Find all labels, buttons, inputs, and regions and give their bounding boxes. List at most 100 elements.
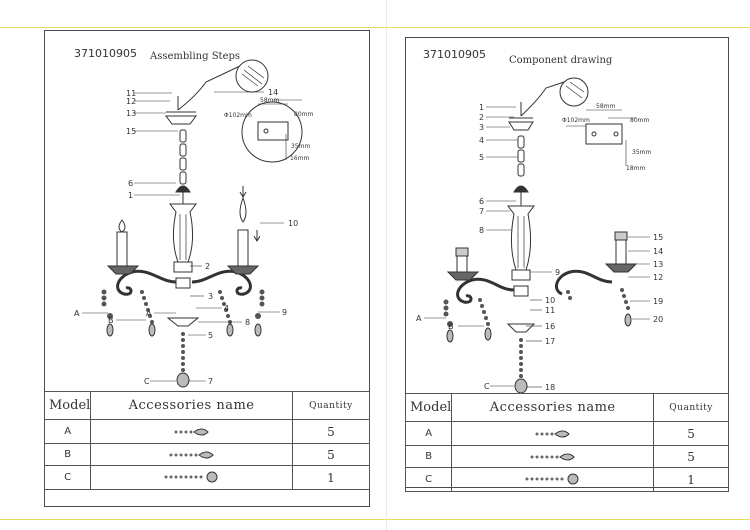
callout-2: 2 [205,262,210,271]
callout-b: B [108,316,114,325]
bottom-yellow-rule [0,519,750,520]
callout-c: C [144,377,150,386]
table-row: C 1 [43,465,371,490]
left-doc-title: Assembling Steps [150,51,241,62]
callout-9: 9 [282,308,287,317]
callout-4: 4 [224,304,229,313]
dim-16mm: 16mm [290,155,309,162]
right-col-accessories: Accessories name [451,393,655,422]
callout-8: 8 [245,318,250,327]
left-bead-strings [101,289,265,372]
left-mount-detail [241,99,303,163]
dim-58mm: 58mm [260,97,279,104]
callout-17: 17 [545,337,555,346]
right-doc-title: Component drawing [509,55,613,66]
callout-11: 11 [126,89,136,98]
row-qty: 5 [653,421,729,446]
callout-b: B [448,322,454,331]
accessory-c-icon [451,467,655,492]
callout-13: 13 [653,260,663,269]
callout-4: 4 [479,136,484,145]
callout-20: 20 [653,315,663,324]
table-row: A 5 [43,419,371,444]
left-col-accessories: Accessories name [90,391,293,420]
callout-8: 8 [479,226,484,235]
table-row: A 5 [404,421,729,446]
callout-10: 10 [545,296,555,305]
row-qty: 5 [653,445,729,468]
callout-19: 19 [653,297,663,306]
callout-14: 14 [653,247,663,256]
callout-a2: A [146,309,152,318]
table-row: C 1 [404,467,729,492]
callout-15: 15 [126,127,136,136]
right-bead-strings [443,288,630,378]
row-label: C [43,465,92,490]
accessory-a-icon [451,421,655,446]
callout-c: C [484,382,490,391]
left-accessories-table: Model Accessories name Quantity A 5 B 5 … [43,391,371,490]
callout-13: 13 [126,109,136,118]
row-label: A [404,421,453,446]
callout-6: 6 [479,197,484,206]
top-yellow-rule [0,27,750,28]
right-leader-lines [424,106,650,388]
callout-15: 15 [653,233,663,242]
callout-11: 11 [545,306,555,315]
callout-1: 1 [128,191,133,200]
dim-35mm: 35mm [632,149,651,156]
right-doc-code: 371010905 [423,48,486,61]
dim-18mm: 18mm [626,165,645,172]
dim-58mm: 58mm [596,103,615,110]
row-label: A [43,419,92,444]
right-bowl [506,323,536,333]
callout-14: 14 [268,88,278,97]
left-arm-right [191,269,252,296]
left-bowl [166,317,200,327]
callout-7: 7 [479,207,484,216]
row-qty: 1 [291,465,371,490]
callout-9: 9 [555,268,560,277]
row-label: C [404,467,453,492]
callout-16: 16 [545,322,555,331]
left-arm-left [116,269,177,296]
right-canopy [508,121,534,131]
right-arm-left [456,277,515,304]
right-col-quantity: Quantity [653,393,729,422]
right-accessories-table: Model Accessories name Quantity A 5 B 5 … [404,393,729,492]
right-arm-detail [554,269,613,296]
right-chain [517,135,525,177]
dim-80mm: 80mm [630,117,649,124]
callout-1: 1 [479,103,484,112]
left-drop-c [176,372,190,388]
callout-3: 3 [479,123,484,132]
callout-7: 7 [208,377,213,386]
left-doc-code: 371010905 [74,47,137,60]
row-qty: 1 [653,467,729,492]
callout-3: 3 [208,292,213,301]
callout-5: 5 [208,331,213,340]
dim-102mm: Φ102mm [224,112,252,119]
left-canopy [165,115,197,125]
callout-12: 12 [126,97,136,106]
callout-a1: A [74,309,80,318]
dim-35mm: 35mm [291,143,310,150]
dim-80mm: 80mm [294,111,313,118]
callout-12: 12 [653,273,663,282]
callout-5: 5 [479,153,484,162]
callout-a: A [416,314,422,323]
callout-2: 2 [479,113,484,122]
page-fold-line [386,0,387,530]
row-label: B [404,445,453,468]
left-leader-lines [82,91,284,382]
right-mount-plate [585,123,623,145]
table-row: B 5 [404,445,729,468]
accessory-b-icon [451,445,655,468]
dim-102mm: Φ102mm [562,117,590,124]
callout-10: 10 [288,219,298,228]
right-col-model: Model [404,393,453,422]
